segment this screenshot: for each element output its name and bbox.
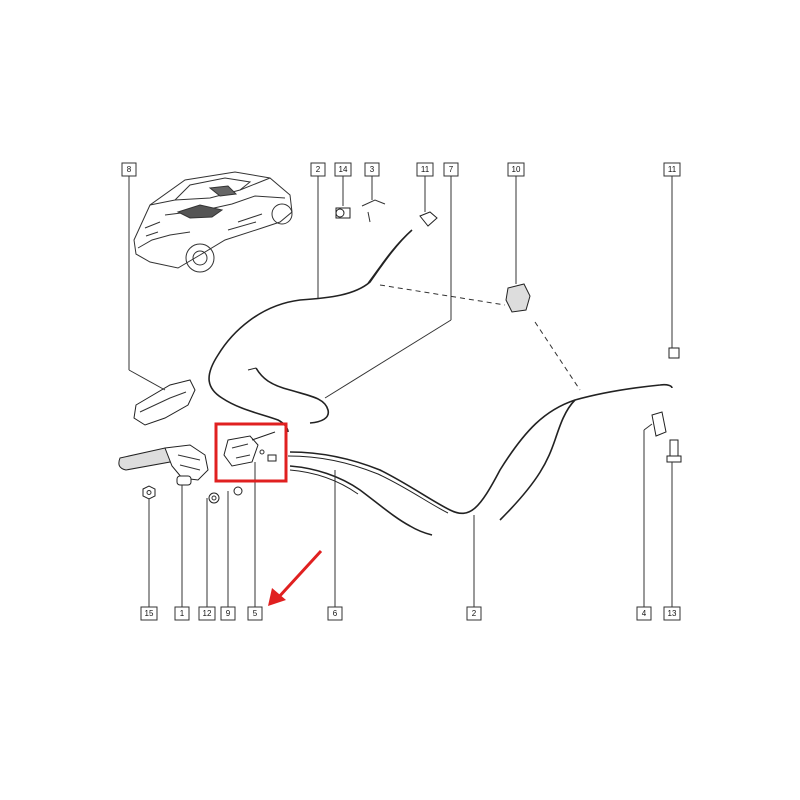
spring-clip-3: [361, 199, 386, 223]
svg-text:3: 3: [370, 165, 375, 174]
svg-text:15: 15: [145, 609, 154, 618]
callout-7: 7: [443, 162, 459, 177]
lever-cover: [133, 379, 196, 426]
callout-1: 1: [174, 606, 190, 621]
clip-11-left: [419, 211, 438, 227]
secondary-cable-lower: [289, 465, 433, 536]
clip-11-right: [668, 347, 680, 359]
callout-2-top: 2: [310, 162, 326, 177]
callout-11-left: 11: [416, 162, 434, 177]
secondary-cable-6: [255, 367, 330, 424]
callout-3: 3: [364, 162, 380, 177]
dashed-guides: [379, 284, 581, 391]
callout-8-top: 8: [121, 162, 137, 177]
nut-15: [142, 485, 156, 500]
primary-cable-lower: [289, 383, 673, 515]
callout-15: 15: [140, 606, 158, 621]
callout-10: 10: [507, 162, 525, 177]
grommet-10: [505, 283, 531, 313]
svg-text:2: 2: [472, 609, 477, 618]
equaliser-bracket: [223, 435, 259, 467]
callout-6: 6: [327, 606, 343, 621]
svg-text:14: 14: [339, 165, 348, 174]
callout-2-bottom: 2: [466, 606, 482, 621]
brake-cables: [208, 229, 673, 536]
svg-text:12: 12: [203, 609, 212, 618]
svg-text:1: 1: [180, 609, 185, 618]
primary-cable-upper: [208, 229, 413, 433]
svg-text:4: 4: [642, 609, 647, 618]
parts: [118, 199, 682, 504]
handbrake-lever-body: [164, 444, 209, 481]
red-arrow: [268, 549, 323, 606]
svg-text:5: 5: [253, 609, 258, 618]
svg-text:9: 9: [226, 609, 231, 618]
car-illustration: [133, 171, 293, 273]
adjuster: [267, 454, 277, 462]
bolt-13: [669, 439, 679, 459]
callout-12: 12: [198, 606, 216, 621]
callout-11-right: 11: [663, 162, 681, 177]
svg-text:10: 10: [512, 165, 521, 174]
svg-text:8: 8: [127, 165, 132, 174]
rear-bracket-4: [651, 411, 667, 437]
svg-text:11: 11: [421, 165, 430, 174]
leader-lines: [128, 176, 673, 607]
lever-pivot: [176, 475, 192, 486]
svg-text:2: 2: [316, 165, 321, 174]
highlight-frame: [214, 422, 288, 483]
svg-text:13: 13: [668, 609, 677, 618]
callout-4: 4: [636, 606, 652, 621]
callout-14: 14: [334, 162, 352, 177]
clip-9: [233, 486, 243, 496]
washer-12: [208, 492, 220, 504]
svg-text:11: 11: [668, 165, 677, 174]
callout-9: 9: [220, 606, 236, 621]
callout-13: 13: [663, 606, 681, 621]
svg-text:6: 6: [333, 609, 338, 618]
svg-text:7: 7: [449, 165, 454, 174]
callout-5: 5: [247, 606, 263, 621]
